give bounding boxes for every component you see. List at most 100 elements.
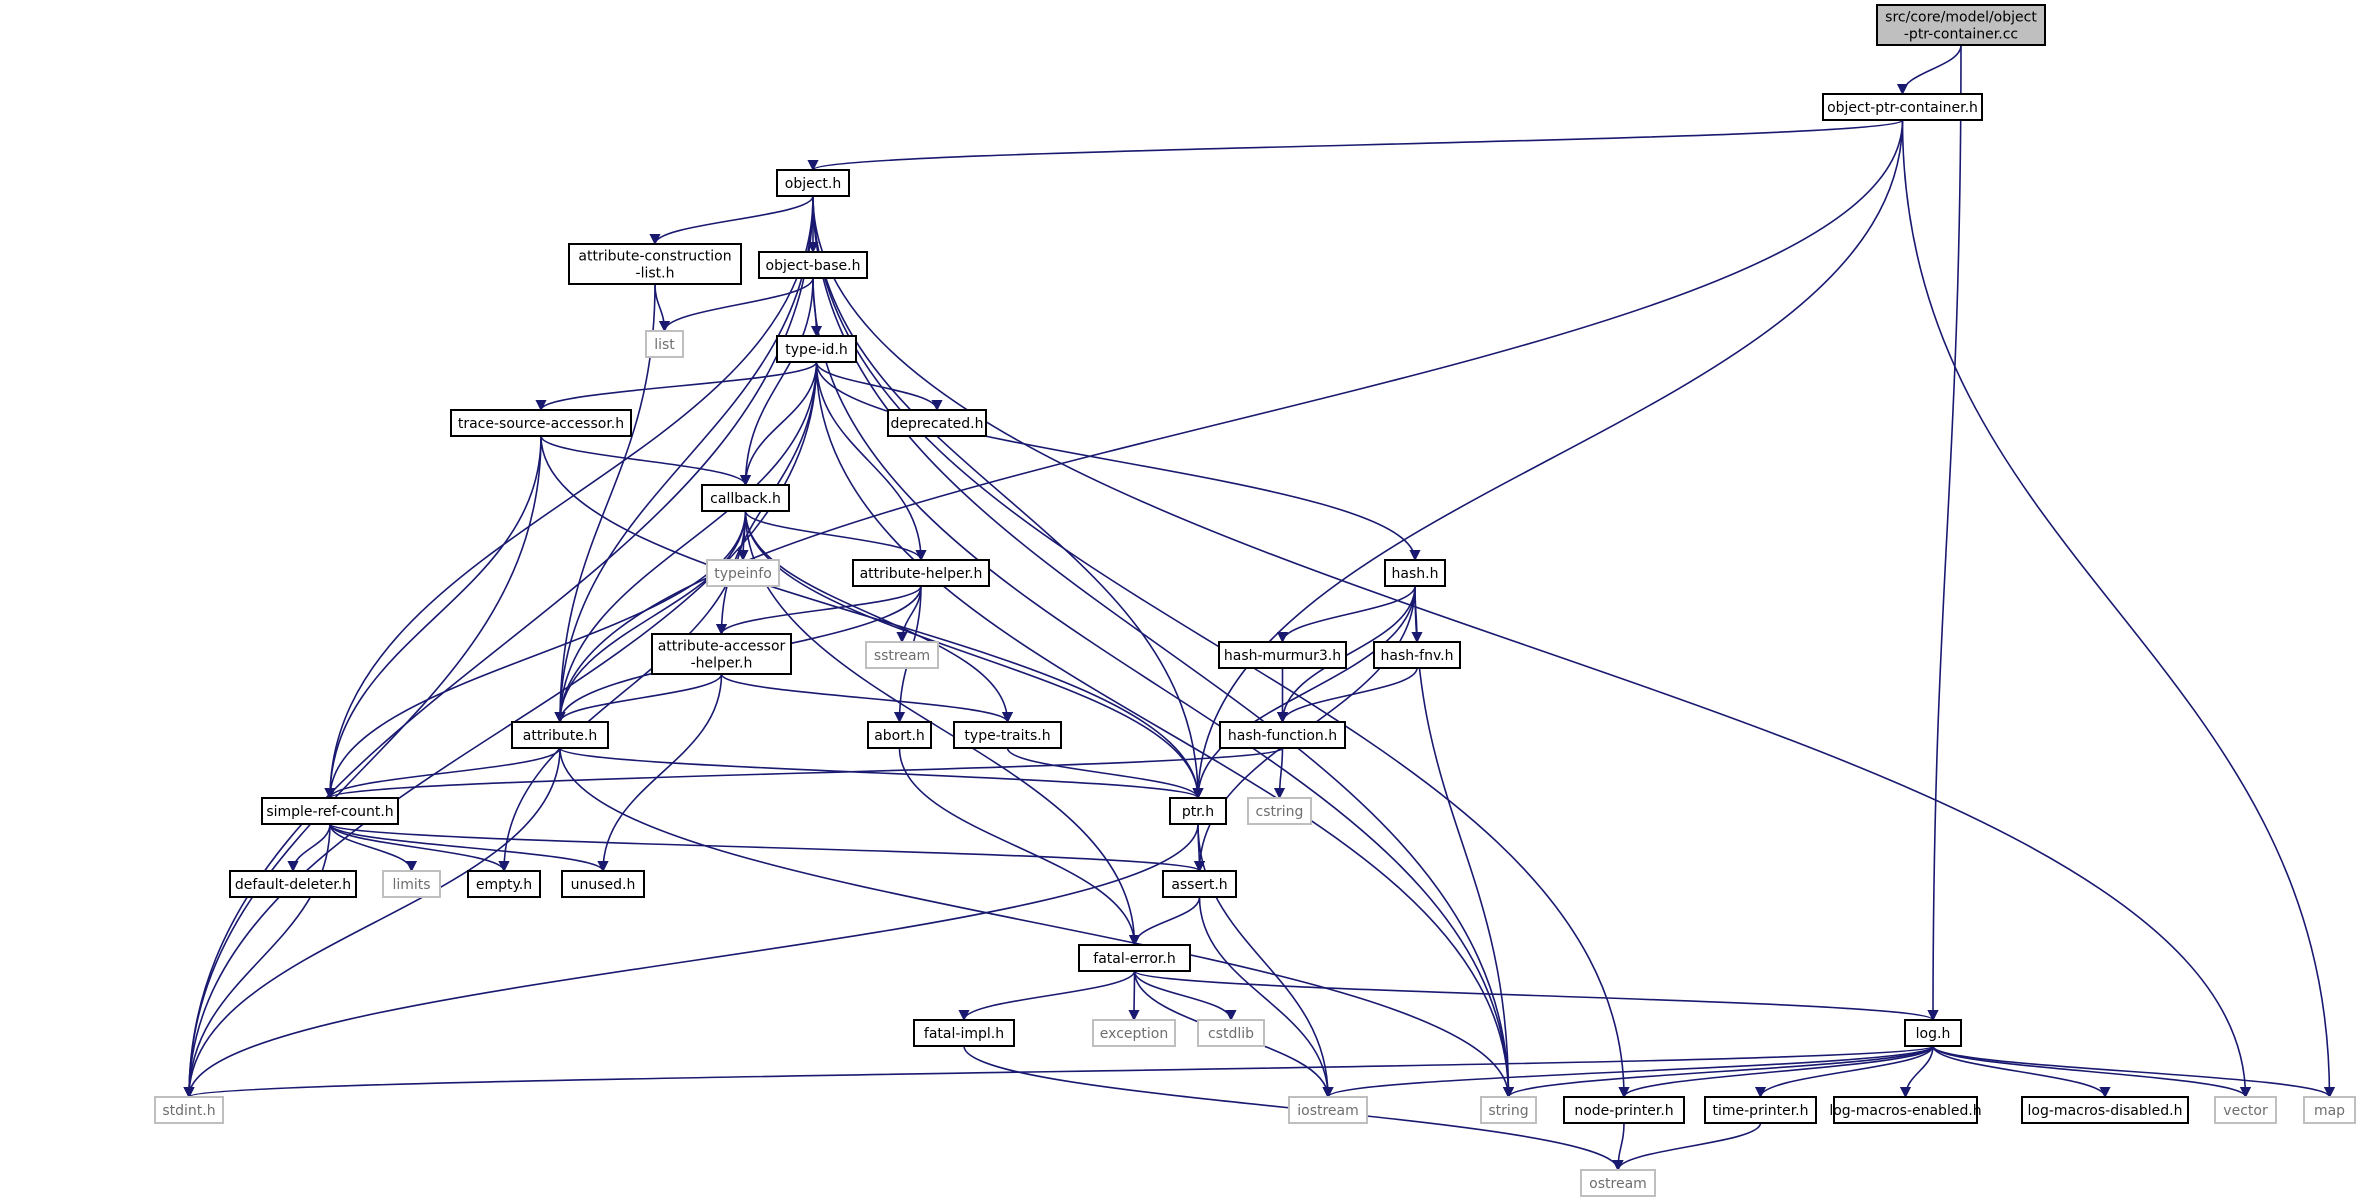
edge-attribute-to-ptr: [559, 747, 1204, 800]
node-opc-label: object-ptr-container.h: [1827, 100, 1978, 116]
node-vector-box: [2214, 1096, 2277, 1124]
node-hashfunc[interactable]: hash-function.h: [1219, 721, 1346, 749]
node-murmur[interactable]: hash-murmur3.h: [1218, 641, 1347, 669]
node-ostream-box: [1580, 1169, 1656, 1197]
node-log-label: log.h: [1916, 1026, 1951, 1042]
edge-root-to-log: [1927, 44, 1962, 1022]
node-hashfunc-box: [1219, 721, 1346, 749]
edge-src-to-limits: [329, 823, 418, 873]
node-tsa-label: trace-source-accessor.h: [458, 416, 624, 432]
node-root-box: [1876, 4, 2046, 46]
node-typeid-box: [776, 335, 857, 363]
node-typeid[interactable]: type-id.h: [776, 335, 857, 363]
node-fnv[interactable]: hash-fnv.h: [1373, 641, 1461, 669]
node-defdel[interactable]: default-deleter.h: [229, 870, 357, 898]
node-opc[interactable]: object-ptr-container.h: [1822, 93, 1983, 121]
node-aah[interactable]: attribute-accessor-helper.h: [651, 633, 792, 675]
node-cstdlib-label: cstdlib: [1208, 1026, 1254, 1042]
node-exception-label: exception: [1100, 1026, 1168, 1042]
edge-object-to-src: [324, 195, 814, 800]
edge-src-to-stdint: [183, 823, 331, 1099]
node-lmd-label: log-macros-disabled.h: [2028, 1103, 2183, 1119]
edge-typeid-to-attribute: [554, 361, 818, 724]
edge-ptr-to-stdint: [183, 823, 1199, 1099]
edge-log-to-vector: [1932, 1045, 2251, 1099]
edge-object-to-stdint: [183, 195, 814, 1099]
edge-log-to-map: [1932, 1045, 2335, 1099]
edge-assert-to-fatalerr: [1128, 896, 1201, 947]
node-string: string: [1480, 1096, 1537, 1124]
node-opc-box: [1822, 93, 1983, 121]
node-fatalerr[interactable]: fatal-error.h: [1078, 944, 1191, 972]
node-timeprinter[interactable]: time-printer.h: [1704, 1096, 1817, 1124]
node-acl[interactable]: attribute-construction-list.h: [568, 243, 742, 285]
node-deprecated[interactable]: deprecated.h: [887, 409, 987, 437]
edge-hashfunc-to-cstring: [1273, 747, 1286, 800]
node-attribute[interactable]: attribute.h: [511, 721, 609, 749]
edge-object-to-attribute: [554, 195, 814, 724]
node-empty[interactable]: empty.h: [467, 870, 541, 898]
edge-src-to-empty: [329, 823, 510, 873]
edge-typeid-to-deprecated: [815, 361, 943, 412]
edge-assert-to-iostream: [1198, 896, 1334, 1099]
edge-log-to-lmd: [1932, 1045, 2111, 1099]
node-attrhelper-box: [852, 559, 990, 587]
node-list-label: list: [654, 337, 675, 353]
node-unused-box: [561, 870, 645, 898]
node-stdint-box: [154, 1096, 224, 1124]
edge-fatalerr-to-fatalimpl: [958, 970, 1136, 1022]
node-typeid-label: type-id.h: [785, 342, 847, 358]
node-root[interactable]: src/core/model/object-ptr-container.cc: [1876, 4, 2046, 46]
node-nodeprinter-label: node-printer.h: [1574, 1103, 1673, 1119]
node-ostream-label: ostream: [1589, 1176, 1647, 1192]
node-ptr-label: ptr.h: [1182, 804, 1214, 820]
node-tsa-box: [450, 409, 632, 437]
node-callback[interactable]: callback.h: [701, 484, 790, 512]
node-typeinfo-label: typeinfo: [714, 566, 772, 582]
node-log[interactable]: log.h: [1904, 1019, 1962, 1047]
node-hash[interactable]: hash.h: [1384, 559, 1446, 587]
node-assert-box: [1162, 870, 1237, 898]
node-sstream: sstream: [865, 641, 939, 669]
node-object[interactable]: object.h: [776, 169, 850, 197]
node-fatalerr-label: fatal-error.h: [1093, 951, 1175, 967]
node-lme[interactable]: log-macros-enabled.h: [1829, 1096, 1982, 1124]
node-lmd[interactable]: log-macros-disabled.h: [2021, 1096, 2189, 1124]
node-fnv-box: [1373, 641, 1461, 669]
node-exception-box: [1092, 1019, 1176, 1047]
edge-hashfunc-to-src: [324, 747, 1284, 800]
node-objbase[interactable]: object-base.h: [758, 251, 868, 279]
edge-acl-to-list: [654, 283, 671, 333]
edge-attrhelper-to-aah: [715, 585, 922, 636]
node-nodeprinter[interactable]: node-printer.h: [1563, 1096, 1685, 1124]
node-unused[interactable]: unused.h: [561, 870, 645, 898]
node-iostream-label: iostream: [1297, 1103, 1359, 1119]
edge-objbase-to-list: [658, 277, 814, 333]
node-attribute-label: attribute.h: [523, 728, 597, 744]
node-object-box: [776, 169, 850, 197]
edge-acl-to-attribute: [554, 283, 656, 724]
node-abort[interactable]: abort.h: [867, 721, 932, 749]
node-acl-box: [568, 243, 742, 285]
node-cstring: cstring: [1247, 797, 1312, 825]
node-src[interactable]: simple-ref-count.h: [261, 797, 399, 825]
node-typetraits[interactable]: type-traits.h: [953, 721, 1062, 749]
node-ostream: ostream: [1580, 1169, 1656, 1197]
node-assert[interactable]: assert.h: [1162, 870, 1237, 898]
node-ptr[interactable]: ptr.h: [1169, 797, 1227, 825]
node-murmur-label: hash-murmur3.h: [1224, 648, 1341, 664]
node-cstdlib: cstdlib: [1197, 1019, 1265, 1047]
node-fatalimpl[interactable]: fatal-impl.h: [913, 1019, 1015, 1047]
node-vector-label: vector: [2223, 1103, 2268, 1119]
node-cstdlib-box: [1197, 1019, 1265, 1047]
node-callback-box: [701, 484, 790, 512]
node-attrhelper[interactable]: attribute-helper.h: [852, 559, 990, 587]
edge-timeprinter-to-ostream: [1612, 1122, 1762, 1172]
node-attribute-box: [511, 721, 609, 749]
node-map-box: [2303, 1096, 2356, 1124]
edge-log-to-lme: [1899, 1045, 1934, 1099]
node-tsa[interactable]: trace-source-accessor.h: [450, 409, 632, 437]
node-murmur-box: [1218, 641, 1347, 669]
node-objbase-label: object-base.h: [766, 258, 861, 274]
